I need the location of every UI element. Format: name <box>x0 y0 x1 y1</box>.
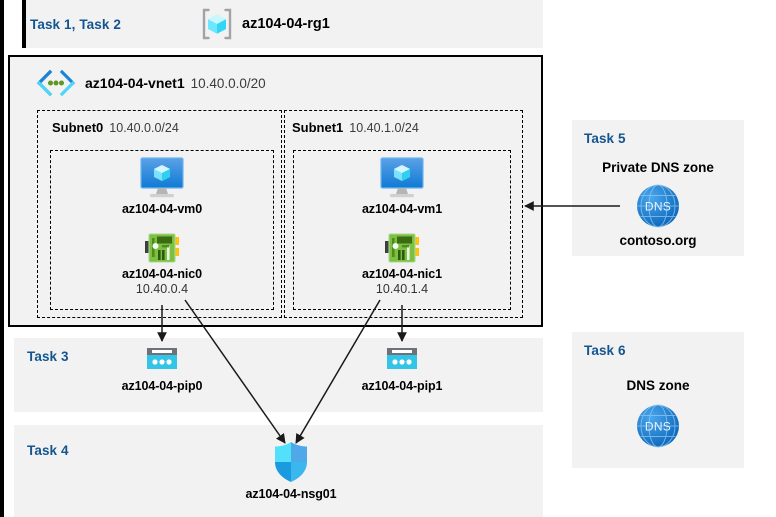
nsg-node[interactable]: az104-04-nsg01 <box>231 441 351 501</box>
svg-text:DNS: DNS <box>645 420 671 434</box>
vm0-label: az104-04-vm0 <box>121 202 203 216</box>
nic1-label: az104-04-nic1 <box>362 267 442 281</box>
task-label-3: Task 3 <box>27 349 69 364</box>
network-interface-icon <box>143 232 181 264</box>
network-interface-icon <box>383 232 421 264</box>
dns-zone-icon: DNS <box>635 403 681 449</box>
task-label-1-2: Task 1, Task 2 <box>30 17 121 32</box>
task-label-4: Task 4 <box>27 443 69 458</box>
dns-zone-node[interactable]: DNS <box>572 403 744 449</box>
network-security-group-icon <box>272 441 310 483</box>
vm1-label: az104-04-vm1 <box>361 202 443 216</box>
resource-group-left-border <box>0 0 4 517</box>
public-ip-icon <box>144 345 180 375</box>
nsg-label: az104-04-nsg01 <box>245 487 337 501</box>
subnet0-name: Subnet0 <box>52 120 104 135</box>
resource-group-header-band <box>22 0 543 48</box>
virtual-network-name: az104-04-vnet1 <box>85 75 185 91</box>
virtual-network-header: az104-04-vnet1 10.40.0.0/20 <box>36 69 266 97</box>
subnet-box-subnet0 <box>37 110 282 318</box>
virtual-machine-icon <box>136 155 188 199</box>
dns-zone-title: DNS zone <box>626 378 690 393</box>
virtual-network-box <box>8 55 543 327</box>
private-dns-zone-title: Private DNS zone <box>602 160 714 175</box>
subnet1-cidr: 10.40.1.0/24 <box>349 120 419 135</box>
private-dns-zone-node[interactable]: DNS contoso.org <box>572 183 744 248</box>
dns-zone-icon: DNS <box>635 183 681 229</box>
resource-group-icon <box>200 7 234 41</box>
nic1-node[interactable]: az104-04-nic1 10.40.1.4 <box>352 232 452 296</box>
virtual-network-address-space: 10.40.0.0/20 <box>190 75 266 91</box>
subnet-box-subnet1 <box>284 110 523 318</box>
vm0-node[interactable]: az104-04-vm0 <box>112 155 212 216</box>
public-ip-icon <box>384 345 420 375</box>
virtual-network-icon <box>36 69 76 97</box>
pip1-label: az104-04-pip1 <box>361 379 443 393</box>
subnet1-name: Subnet1 <box>292 120 344 135</box>
subnet0-header: Subnet0 10.40.0.0/24 <box>52 120 179 135</box>
nic0-label: az104-04-nic0 <box>122 267 202 281</box>
virtual-machine-icon <box>376 155 428 199</box>
svg-text:DNS: DNS <box>645 200 671 214</box>
task-label-6: Task 6 <box>584 343 626 358</box>
nic0-node[interactable]: az104-04-nic0 10.40.0.4 <box>112 232 212 296</box>
public-ip-band <box>14 338 543 412</box>
subnet0-cidr: 10.40.0.0/24 <box>109 120 179 135</box>
nic1-ip: 10.40.1.4 <box>375 282 429 296</box>
pip0-label: az104-04-pip0 <box>121 379 203 393</box>
resource-group-header: az104-04-rg1 <box>200 7 330 41</box>
subnet1-header: Subnet1 10.40.1.0/24 <box>292 120 419 135</box>
pip1-node[interactable]: az104-04-pip1 <box>352 345 452 393</box>
vm1-node[interactable]: az104-04-vm1 <box>352 155 452 216</box>
nic0-ip: 10.40.0.4 <box>135 282 189 296</box>
task-label-5: Task 5 <box>584 131 626 146</box>
resource-group-name: az104-04-rg1 <box>242 16 330 32</box>
pip0-node[interactable]: az104-04-pip0 <box>112 345 212 393</box>
private-dns-zone-name: contoso.org <box>619 233 697 248</box>
